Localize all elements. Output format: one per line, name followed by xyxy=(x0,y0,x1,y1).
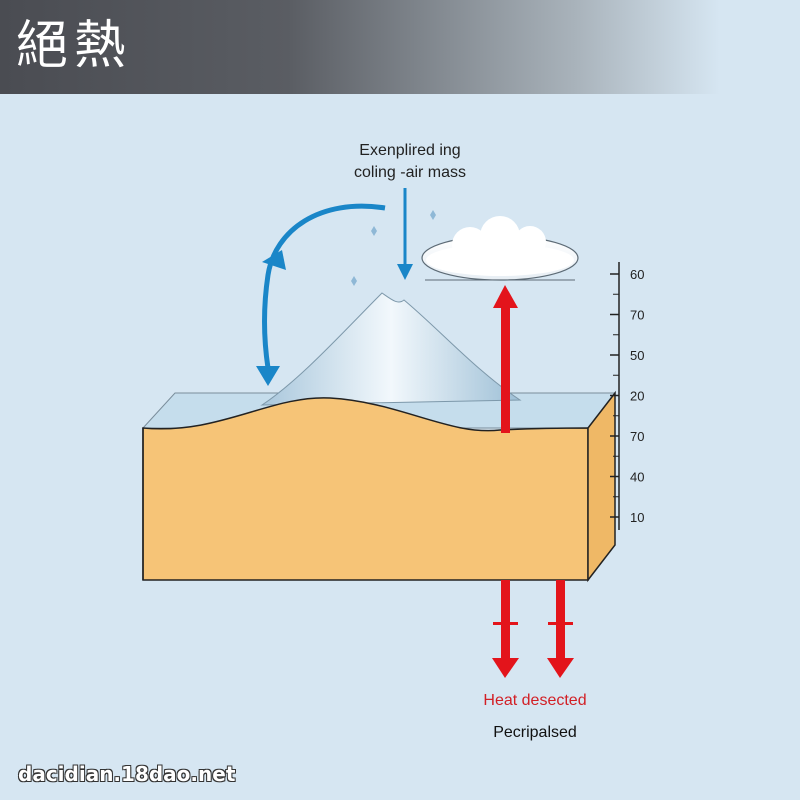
watermark: dacidian.18dao.net xyxy=(18,762,236,786)
heat-label: Heat desected xyxy=(483,692,587,709)
mountain-shape xyxy=(260,292,522,406)
block-right-side xyxy=(587,390,616,583)
altitude-scale: 60 70 50 20 70 40 10 xyxy=(610,262,644,530)
caption-line-1: Exenplired ing xyxy=(359,142,461,159)
cooling-down-arrow-icon xyxy=(397,188,413,280)
scale-tick-label: 70 xyxy=(630,429,644,444)
ground-front-face xyxy=(142,397,589,581)
caption-line-2: coling -air mass xyxy=(353,164,467,181)
header-banner: 絕熱 xyxy=(0,0,720,94)
sparkle-icons xyxy=(351,210,436,286)
bottom-label: Pecripalsed xyxy=(493,724,577,741)
scale-tick-label: 50 xyxy=(630,348,644,363)
scale-tick-label: 20 xyxy=(630,389,644,404)
circulation-arrow-icon xyxy=(256,203,386,386)
scale-tick-label: 70 xyxy=(630,308,644,323)
heat-down-arrow-right-icon xyxy=(547,580,574,678)
scale-tick-label: 40 xyxy=(630,470,644,485)
heat-down-arrow-left-icon xyxy=(492,580,519,678)
cloud-icon xyxy=(421,216,579,281)
scale-tick-label: 60 xyxy=(630,267,644,282)
heat-up-arrow-icon xyxy=(493,285,518,433)
scale-tick-label: 10 xyxy=(630,510,644,525)
page-title: 絕熱 xyxy=(16,16,133,76)
